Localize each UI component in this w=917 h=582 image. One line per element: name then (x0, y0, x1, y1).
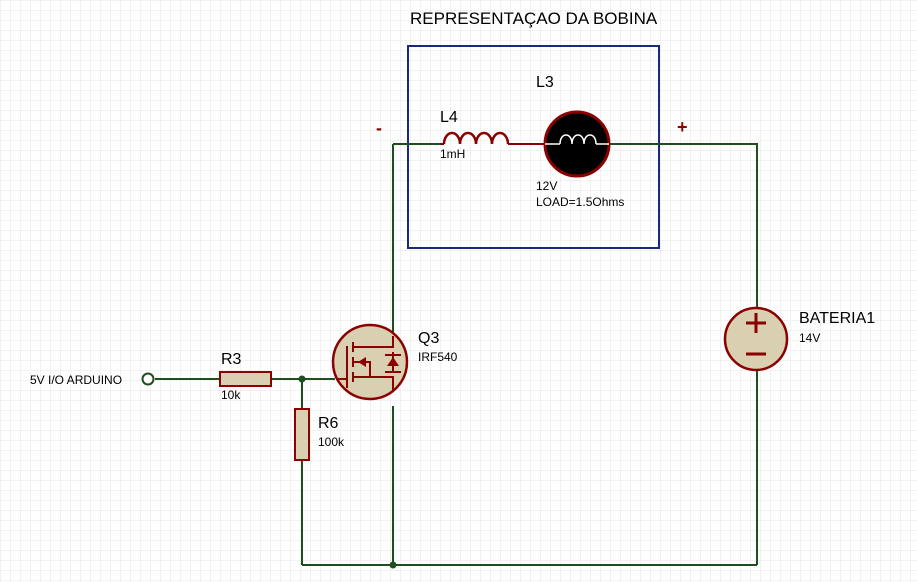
l4-ref: L4 (440, 109, 458, 126)
battery-ref: BATERIA1 (799, 310, 875, 327)
junction-dot-ground (389, 561, 397, 569)
r6-ref: R6 (318, 415, 339, 432)
wire-coil-plus (610, 143, 758, 308)
r6-value: 100k (318, 435, 345, 449)
input-terminal[interactable] (141, 372, 155, 386)
q3-value: IRF540 (418, 350, 458, 364)
polarity-plus: + (677, 117, 688, 137)
battery-value: 14V (799, 331, 820, 345)
r3-value: 10k (221, 388, 241, 402)
junction-dot-gate (298, 375, 306, 383)
q3-ref: Q3 (418, 330, 439, 347)
polarity-minus: - (376, 118, 382, 138)
lamp-l3[interactable] (543, 110, 611, 178)
battery-bateria1[interactable] (723, 306, 789, 372)
coil-representation-frame (407, 45, 660, 249)
input-label: 5V I/O ARDUINO (30, 373, 122, 387)
resistor-r3[interactable] (219, 371, 272, 387)
resistor-r6[interactable] (294, 408, 310, 461)
r3-ref: R3 (221, 351, 242, 368)
l3-ref: L3 (536, 74, 554, 91)
l3-value: 12V (536, 179, 557, 193)
inductor-l4[interactable] (440, 131, 545, 145)
l3-load: LOAD=1.5Ohms (536, 195, 624, 209)
mosfet-q3[interactable] (331, 323, 409, 401)
l4-value: 1mH (440, 147, 465, 161)
wires (155, 143, 758, 566)
diagram-title: REPRESENTAÇAO DA BOBINA (410, 9, 658, 28)
